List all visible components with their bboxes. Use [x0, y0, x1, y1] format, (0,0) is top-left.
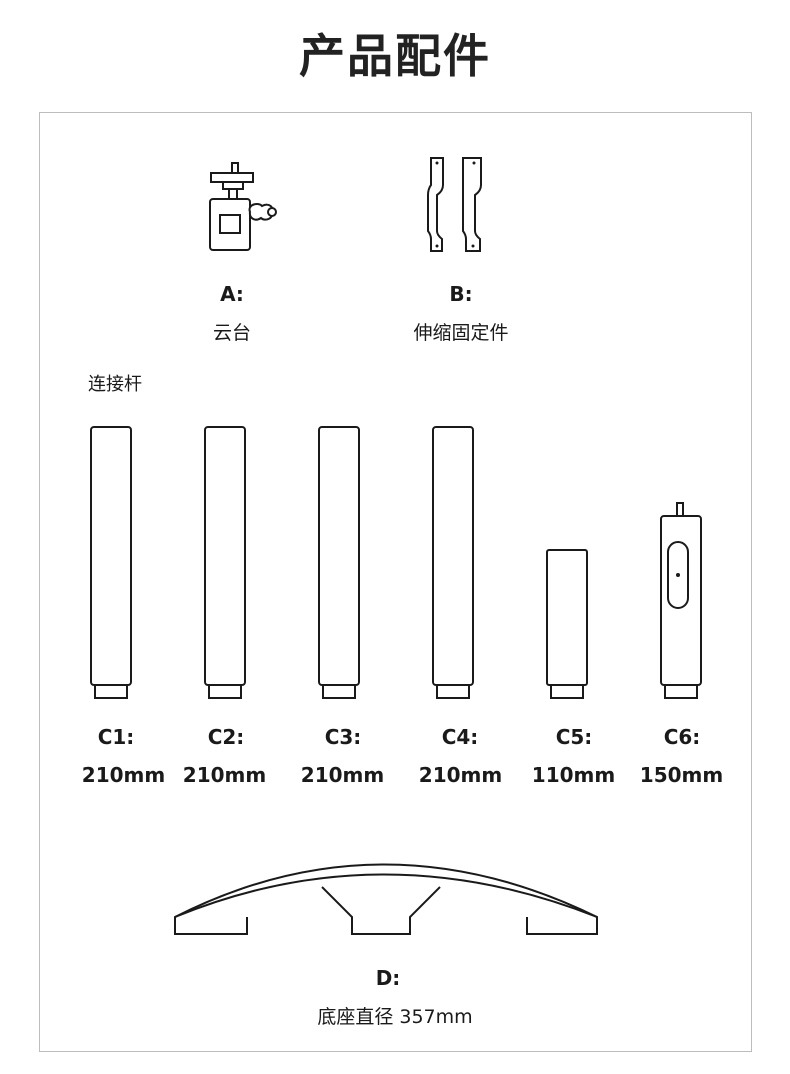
rod-c6-code: C6:: [663, 725, 701, 749]
rod-c3-code: C3:: [324, 725, 362, 749]
rod-c4-size: 210mm: [418, 763, 503, 787]
accessories-panel: [39, 112, 752, 1052]
rod-c1-code: C1:: [97, 725, 135, 749]
base-code: D:: [375, 966, 401, 990]
telescopic-clamp-icon: [427, 157, 482, 252]
rod-c5-icon: [546, 549, 588, 699]
rod-c2-icon: [204, 426, 246, 699]
arched-base-icon: [174, 863, 598, 935]
base-name: 底座直径 357mm: [317, 1006, 473, 1028]
rod-c1-icon: [90, 426, 132, 699]
rod-c2-size: 210mm: [182, 763, 267, 787]
rods-section-label: 连接杆: [88, 374, 142, 395]
item-b-code: B:: [449, 282, 473, 306]
rod-c3-size: 210mm: [300, 763, 385, 787]
rod-c2-code: C2:: [207, 725, 245, 749]
rod-c6-size: 150mm: [639, 763, 724, 787]
rod-c3-icon: [318, 426, 360, 699]
item-b-name: 伸缩固定件: [413, 322, 509, 344]
rod-c6-icon: [660, 502, 702, 699]
rod-c4-icon: [432, 426, 474, 699]
rod-c1-size: 210mm: [81, 763, 166, 787]
rod-c5-code: C5:: [555, 725, 593, 749]
item-a-code: A:: [220, 282, 244, 306]
item-a-name: 云台: [212, 322, 251, 344]
ball-head-mount-icon: [209, 162, 277, 251]
rod-c5-size: 110mm: [531, 763, 616, 787]
rod-c4-code: C4:: [441, 725, 479, 749]
page-title: 产品配件: [299, 29, 491, 83]
